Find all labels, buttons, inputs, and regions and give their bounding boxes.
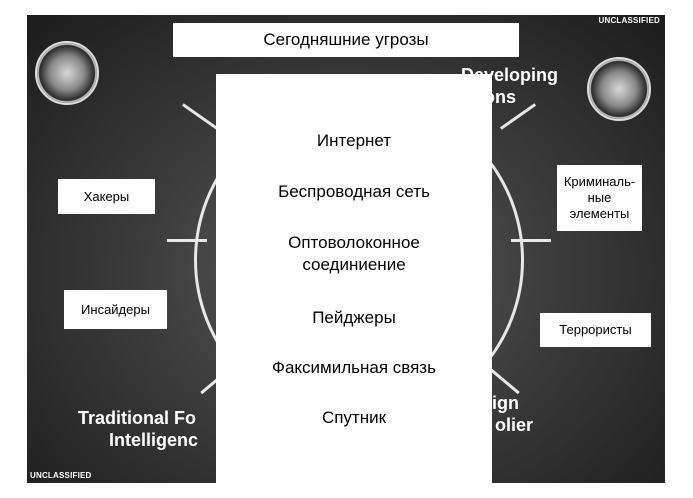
- slide: UNCLASSIFIED UNCLASSIFIED Сегодняшние уг…: [27, 15, 665, 483]
- ring-tick: [511, 239, 551, 242]
- channels-panel: Интернет Беспроводная сеть Оптоволоконно…: [216, 74, 492, 483]
- hackers-box: Хакеры: [58, 179, 155, 214]
- css-seal-icon: [587, 57, 651, 121]
- insiders-box: Инсайдеры: [64, 290, 167, 329]
- traditional-label-2: Intelligenc: [109, 430, 199, 450]
- slide-title: Сегодняшние угрозы: [173, 23, 519, 57]
- traditional-label: Traditional Fo: [78, 408, 197, 428]
- channel-item: Оптоволоконное соединиение: [288, 233, 420, 274]
- channel-item: Спутник: [321, 408, 387, 427]
- channel-item: Пейджеры: [312, 308, 396, 327]
- criminal-box: Криминаль- ные элементы: [557, 165, 642, 231]
- channel-item: Интернет: [316, 131, 392, 150]
- classification-bottom: UNCLASSIFIED: [30, 471, 92, 480]
- ring-tick: [167, 239, 207, 242]
- foreign-label-2: olier: [495, 415, 534, 435]
- classification-top: UNCLASSIFIED: [598, 16, 660, 25]
- channel-item: Факсимильная связь: [272, 358, 436, 377]
- channel-item: Беспроводная сеть: [278, 182, 430, 201]
- ring-tick: [490, 368, 520, 395]
- ring-tick: [181, 103, 219, 130]
- nsa-seal-icon: [35, 41, 99, 105]
- terrorists-box: Террористы: [540, 313, 651, 347]
- foreign-label: ign: [492, 393, 519, 413]
